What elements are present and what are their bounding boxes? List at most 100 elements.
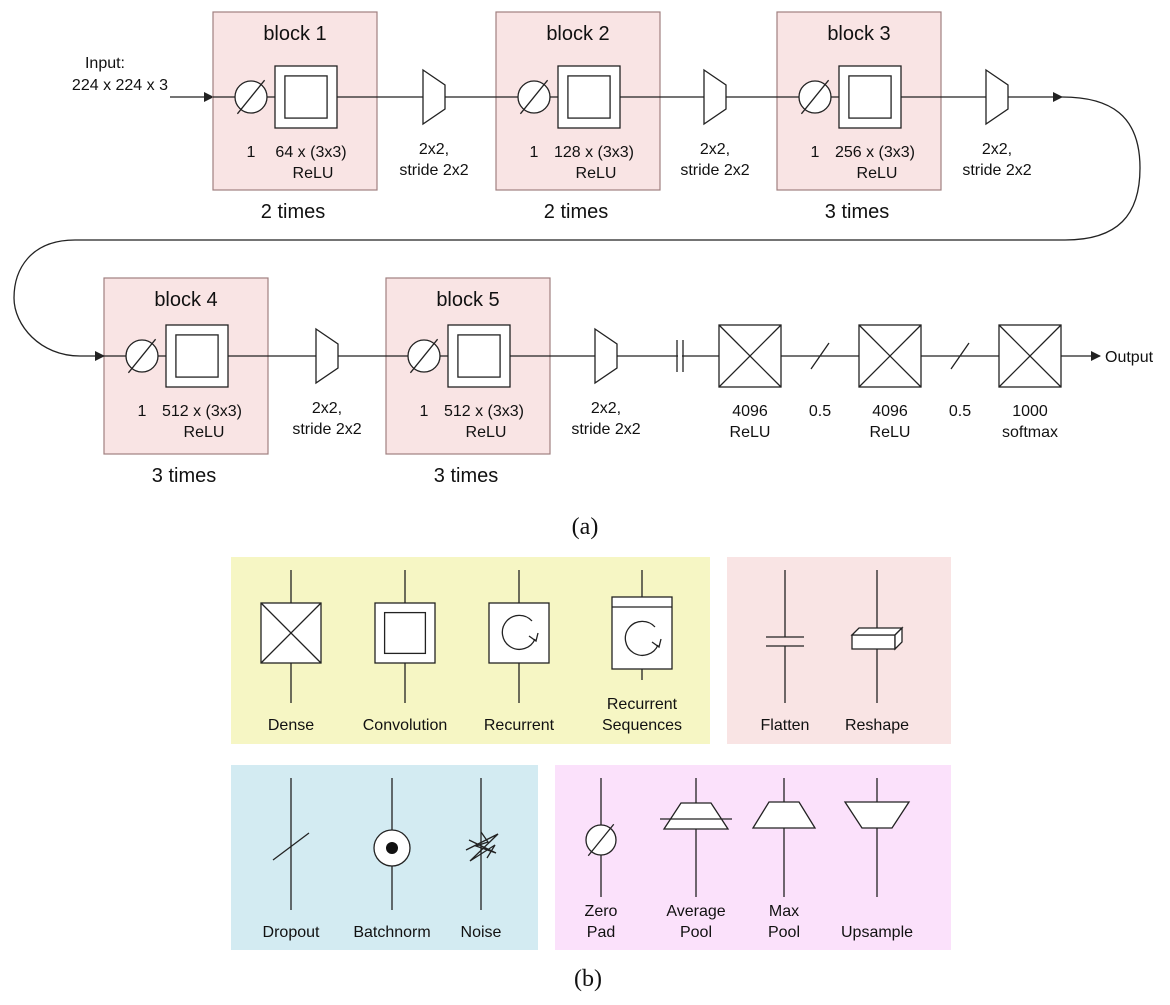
dropout-icon bbox=[810, 342, 830, 370]
max-pool-icon bbox=[703, 68, 727, 126]
zero-pad-amount: 1 bbox=[138, 403, 147, 420]
conv-filters-label: 256 x (3x3) bbox=[835, 144, 915, 161]
dense-icon bbox=[260, 602, 322, 664]
max-pool-icon bbox=[422, 68, 446, 126]
conv-activation-label: ReLU bbox=[576, 165, 617, 182]
block-repeat-label: 2 times bbox=[261, 201, 325, 223]
legend-label: Recurrent bbox=[607, 696, 678, 713]
dense-activation-label: softmax bbox=[1002, 424, 1058, 441]
dense-activation-label: ReLU bbox=[870, 424, 911, 441]
legend-label: Dropout bbox=[263, 924, 320, 941]
max-pool-icon bbox=[751, 801, 817, 829]
upsample-icon bbox=[843, 801, 911, 829]
block-repeat-label: 3 times bbox=[152, 465, 216, 487]
dense-icon bbox=[998, 324, 1062, 388]
noise-icon bbox=[465, 831, 499, 862]
legend-label: Sequences bbox=[602, 717, 682, 734]
max-pool-icon bbox=[594, 327, 618, 385]
caption-b: (b) bbox=[574, 966, 602, 992]
block-repeat-label: 2 times bbox=[544, 201, 608, 223]
convolution-icon bbox=[374, 602, 436, 664]
dense-units-label: 1000 bbox=[1012, 403, 1048, 420]
legend-label: Zero bbox=[585, 903, 618, 920]
legend-label: Pool bbox=[680, 924, 712, 941]
recurrent-sequences-icon bbox=[611, 596, 673, 670]
legend-label: Recurrent bbox=[484, 717, 555, 734]
dense-icon bbox=[718, 324, 782, 388]
block-title: block 2 bbox=[546, 23, 609, 45]
block-1: block 1 1 64 x (3x3) ReLU 2 times bbox=[212, 11, 378, 223]
caption-a: (a) bbox=[572, 514, 599, 540]
block-title: block 4 bbox=[154, 289, 217, 311]
zero-pad-icon bbox=[517, 79, 551, 115]
max-pool-icon bbox=[985, 68, 1009, 126]
block-2: block 2 1 128 x (3x3) ReLU 2 times bbox=[495, 11, 661, 223]
zero-pad-amount: 1 bbox=[420, 403, 429, 420]
convolution-icon bbox=[165, 324, 229, 388]
conv-filters-label: 128 x (3x3) bbox=[554, 144, 634, 161]
legend-label: Pad bbox=[587, 924, 615, 941]
average-pool-icon bbox=[660, 802, 732, 830]
block-repeat-label: 3 times bbox=[825, 201, 889, 223]
pool-size-label: 2x2, bbox=[419, 141, 449, 158]
pool-stride-label: stride 2x2 bbox=[680, 162, 749, 179]
zero-pad-icon bbox=[585, 823, 617, 857]
legend-label: Dense bbox=[268, 717, 314, 734]
conv-activation-label: ReLU bbox=[466, 424, 507, 441]
zero-pad-icon bbox=[234, 79, 268, 115]
pool-size-label: 2x2, bbox=[591, 400, 621, 417]
conv-filters-label: 64 x (3x3) bbox=[275, 144, 346, 161]
legend-label: Max bbox=[769, 903, 799, 920]
block-title: block 3 bbox=[827, 23, 890, 45]
pool-stride-label: stride 2x2 bbox=[292, 421, 361, 438]
legend-label: Batchnorm bbox=[353, 924, 430, 941]
zero-pad-amount: 1 bbox=[530, 144, 539, 161]
dense-units-label: 4096 bbox=[732, 403, 768, 420]
dropout-icon bbox=[272, 832, 310, 861]
convolution-icon bbox=[838, 65, 902, 129]
zero-pad-icon bbox=[407, 338, 441, 374]
legend-label: Reshape bbox=[845, 717, 909, 734]
dense-activation-label: ReLU bbox=[730, 424, 771, 441]
zero-pad-icon bbox=[798, 79, 832, 115]
pool-stride-label: stride 2x2 bbox=[399, 162, 468, 179]
max-pool-icon bbox=[315, 327, 339, 385]
legend-label: Pool bbox=[768, 924, 800, 941]
conv-activation-label: ReLU bbox=[857, 165, 898, 182]
legend-label: Convolution bbox=[363, 717, 448, 734]
legend-label: Flatten bbox=[761, 717, 810, 734]
block-title: block 1 bbox=[263, 23, 326, 45]
pool-stride-label: stride 2x2 bbox=[962, 162, 1031, 179]
flatten-icon bbox=[676, 340, 684, 372]
block-title: block 5 bbox=[436, 289, 499, 311]
dropout-rate-label: 0.5 bbox=[949, 403, 971, 420]
legend-group-pooling bbox=[555, 765, 951, 950]
conv-filters-label: 512 x (3x3) bbox=[444, 403, 524, 420]
dropout-rate-label: 0.5 bbox=[809, 403, 831, 420]
recurrent-icon bbox=[488, 602, 550, 664]
pool-size-label: 2x2, bbox=[312, 400, 342, 417]
block-3: block 3 1 256 x (3x3) ReLU 3 times bbox=[776, 11, 942, 223]
convolution-icon bbox=[274, 65, 338, 129]
conv-filters-label: 512 x (3x3) bbox=[162, 403, 242, 420]
zero-pad-amount: 1 bbox=[811, 144, 820, 161]
legend-label: Average bbox=[666, 903, 725, 920]
pool-size-label: 2x2, bbox=[982, 141, 1012, 158]
batchnorm-icon bbox=[373, 829, 411, 867]
conv-activation-label: ReLU bbox=[293, 165, 334, 182]
input-shape-label: 224 x 224 x 3 bbox=[72, 77, 168, 94]
output-label: Output bbox=[1105, 349, 1154, 366]
zero-pad-amount: 1 bbox=[247, 144, 256, 161]
pool-stride-label: stride 2x2 bbox=[571, 421, 640, 438]
block-repeat-label: 3 times bbox=[434, 465, 498, 487]
reshape-icon bbox=[850, 626, 904, 651]
zero-pad-icon bbox=[125, 338, 159, 374]
dense-units-label: 4096 bbox=[872, 403, 908, 420]
convolution-icon bbox=[447, 324, 511, 388]
block-5: block 5 1 512 x (3x3) ReLU 3 times bbox=[385, 277, 551, 487]
convolution-icon bbox=[557, 65, 621, 129]
